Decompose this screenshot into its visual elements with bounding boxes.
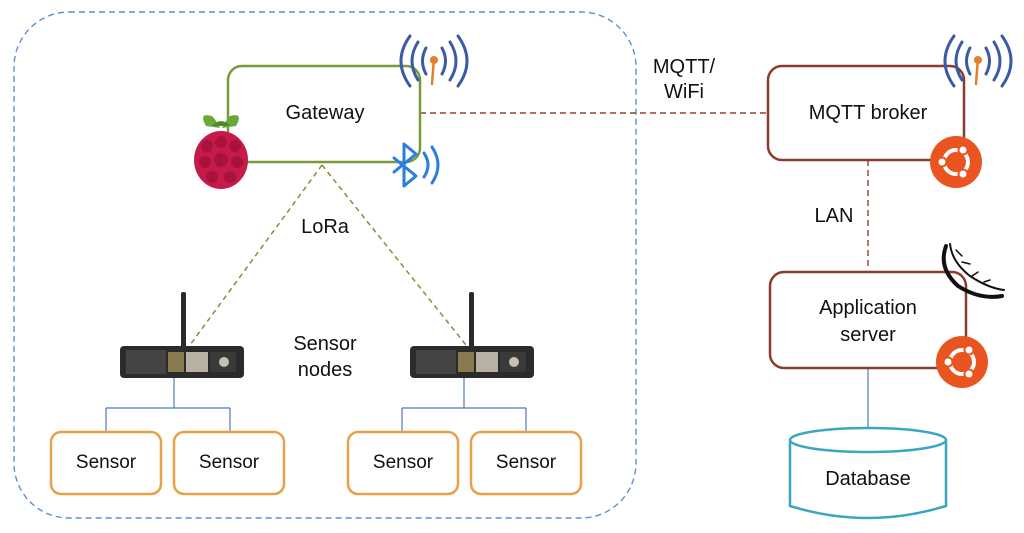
sensor-box xyxy=(469,430,583,496)
sensor-nodes-label-line2: nodes xyxy=(297,359,353,381)
sensor-box xyxy=(346,430,460,496)
application-server-label-line2: server xyxy=(840,324,896,346)
sensor-box xyxy=(172,430,286,496)
sensor-wiring-left xyxy=(105,378,231,432)
wifi-antenna-icon xyxy=(943,34,1013,88)
flask-icon xyxy=(941,243,1005,299)
ubuntu-icon xyxy=(936,336,988,388)
ubuntu-icon xyxy=(930,136,982,188)
database-cylinder xyxy=(788,426,948,520)
sensor-nodes-label-line1: Sensor xyxy=(293,333,357,355)
mqtt-wifi-label-line2: WiFi xyxy=(664,81,704,103)
application-server-label-line1: Application xyxy=(819,297,917,319)
mqtt-broker-label: MQTT broker xyxy=(808,102,928,124)
sensor-label: Sensor xyxy=(75,452,137,473)
raspberry-pi-icon xyxy=(194,115,248,189)
mqtt-broker-box xyxy=(766,64,966,162)
mqtt-wifi-label-line1: MQTT/ xyxy=(652,56,716,78)
gateway-box xyxy=(226,64,422,164)
lora-board-icon xyxy=(410,292,534,378)
lora-link-left xyxy=(189,164,323,346)
lora-label: LoRa xyxy=(301,216,349,238)
lan-label: LAN xyxy=(814,205,854,227)
wifi-antenna-icon xyxy=(399,34,469,88)
bluetooth-icon xyxy=(392,142,440,188)
sensor-box xyxy=(49,430,163,496)
sensor-label: Sensor xyxy=(372,452,434,473)
edge-cluster-boundary xyxy=(13,11,637,519)
lora-board-icon xyxy=(120,292,244,378)
sensor-label: Sensor xyxy=(495,452,557,473)
sensor-wiring-right xyxy=(401,378,527,432)
gateway-label: Gateway xyxy=(285,102,365,124)
database-label: Database xyxy=(825,468,911,490)
lora-link-right xyxy=(321,164,467,346)
sensor-label: Sensor xyxy=(198,452,260,473)
application-server-box xyxy=(768,270,968,370)
